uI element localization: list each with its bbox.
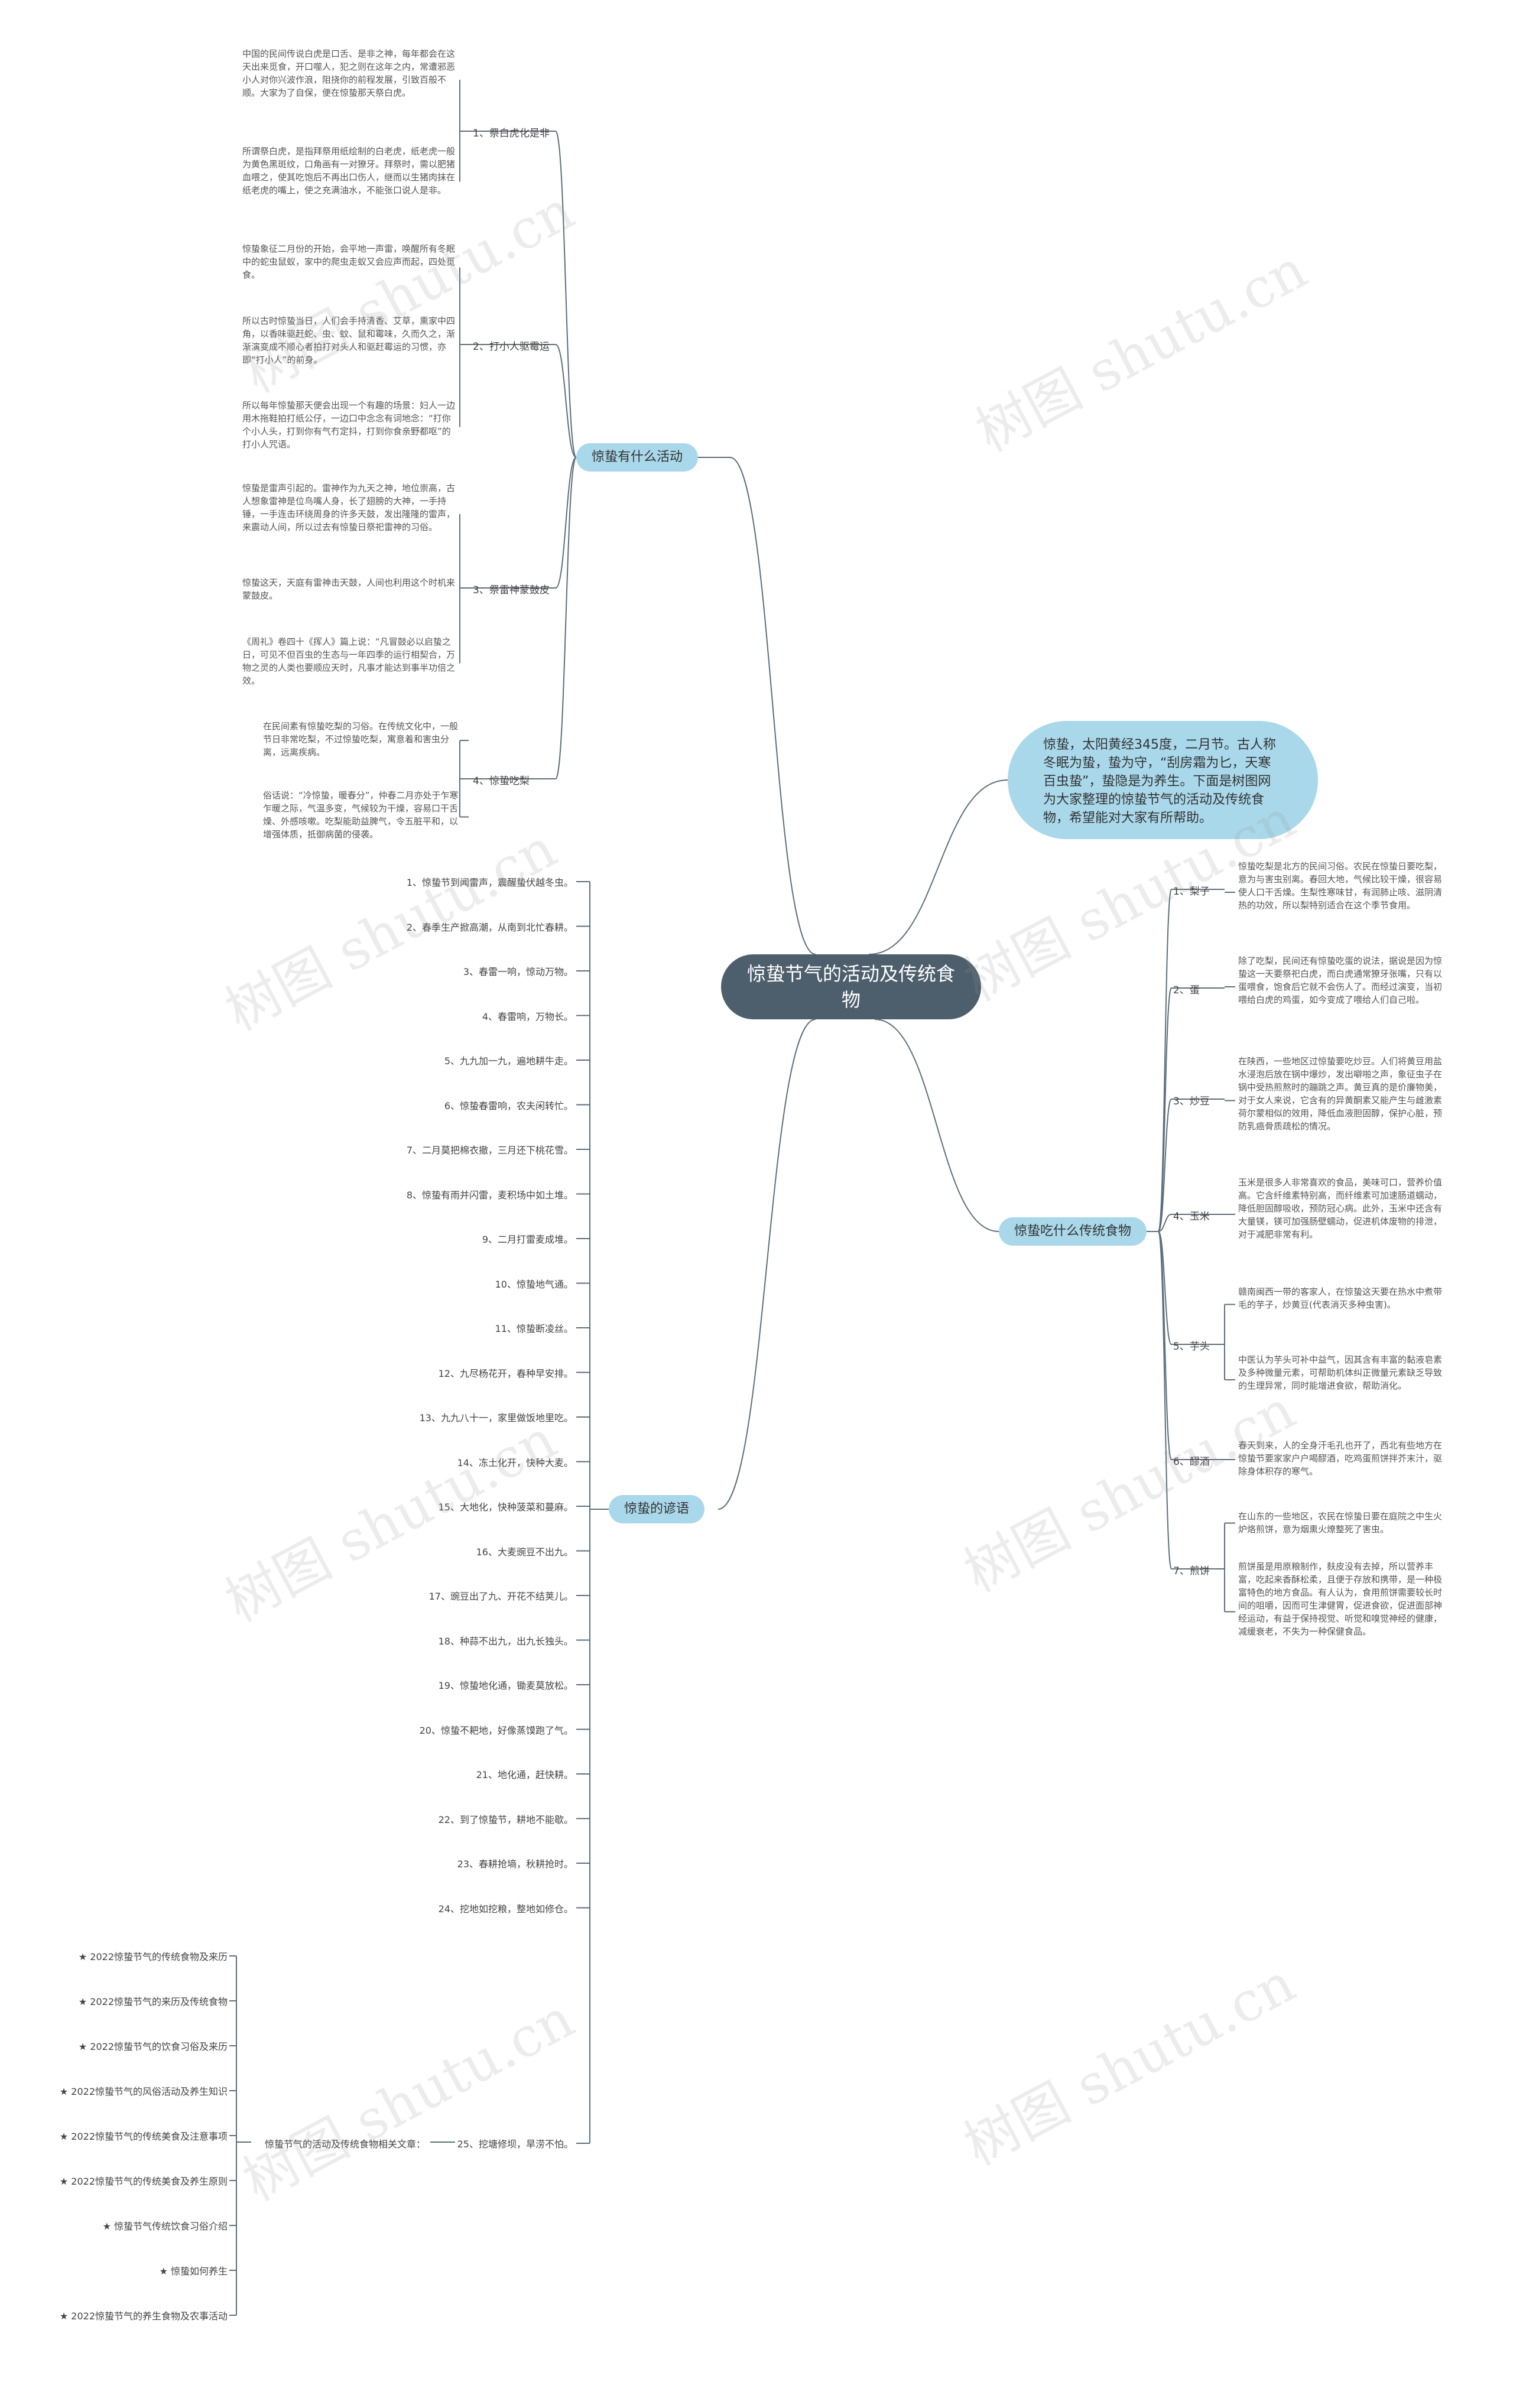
related-article-3[interactable]: ★ 2022惊蛰节气的饮食习俗及来历 bbox=[78, 2041, 228, 2052]
food-label-2[interactable]: 2、蛋 bbox=[1173, 984, 1200, 996]
edge-center-intro bbox=[868, 779, 1008, 955]
edge-center-proverbs bbox=[717, 1019, 816, 1510]
intro-text: 惊蛰，太阳黄经345度，二月节。古人称冬眠为蛰，蛰为守，“刮房霜为匕，天寒百虫蛰… bbox=[1043, 737, 1276, 826]
proverb-item-2: 2、春季生产掀高潮，从南到北忙春耕。 bbox=[406, 921, 573, 933]
activity-label-1[interactable]: 1、祭白虎化是非 bbox=[473, 128, 550, 139]
proverb-item-17: 17、豌豆出了九、开花不结荚儿。 bbox=[428, 1591, 573, 1602]
activity-2-para-2: 所以古时惊蛰当日，人们会手持清香、艾草，熏家中四角，以香味驱赶蛇、虫、蚊、鼠和霉… bbox=[242, 316, 456, 365]
edge-center-foods bbox=[874, 1019, 999, 1232]
intro-summary-node[interactable]: 惊蛰，太阳黄经345度，二月节。古人称冬眠为蛰，蛰为守，“刮房霜为匕，天寒百虫蛰… bbox=[1008, 721, 1318, 839]
proverb-item-25: 25、挖塘修坝，旱涝不怕。 bbox=[457, 2139, 573, 2150]
related-article-9[interactable]: ★ 2022惊蛰节气的养生食物及农事活动 bbox=[59, 2310, 228, 2322]
food-label-1[interactable]: 1、梨子 bbox=[1173, 886, 1210, 898]
food-3-para-1: 在陕西，一些地区过惊蛰要吃炒豆。人们将黄豆用盐水浸泡后放在锅中爆炒，发出噼啪之声… bbox=[1238, 1056, 1443, 1132]
proverb-item-22: 22、到了惊蛰节，耕地不能歇。 bbox=[438, 1814, 573, 1825]
edge-center-activities bbox=[729, 457, 816, 955]
activity-3-para-1: 惊蛰是雷声引起的。雷神作为九天之神，地位崇高，古人想象雷神是位鸟嘴人身，长了翅膀… bbox=[242, 483, 456, 532]
food-5-para-2: 中医认为芋头可补中益气，因其含有丰富的黏液皂素及多种微量元素，可帮助机体纠正微量… bbox=[1238, 1354, 1443, 1391]
food-label-4[interactable]: 4、玉米 bbox=[1173, 1211, 1210, 1223]
related-articles-title[interactable]: 惊蛰节气的活动及传统食物相关文章： bbox=[264, 2139, 426, 2150]
center-topic-label: 惊蛰节气的活动及传统食物 bbox=[746, 963, 955, 1011]
edge-food-3 bbox=[1158, 1099, 1172, 1232]
food-4-para-1: 玉米是很多人非常喜欢的食品，美味可口，营养价值高。它含纤维素特别高，而纤维素可加… bbox=[1238, 1177, 1443, 1240]
activity-label-3[interactable]: 3、祭雷神蒙鼓皮 bbox=[473, 584, 550, 596]
related-article-1[interactable]: ★ 2022惊蛰节气的传统食物及来历 bbox=[78, 1951, 228, 1962]
activity-1-para-1: 中国的民间传说白虎是口舌、是非之神，每年都会在这天出来觅食，开口噬人，犯之则在这… bbox=[242, 48, 456, 98]
activity-1-para-2: 所谓祭白虎，是指拜祭用纸绘制的白老虎，纸老虎一般为黄色黑斑纹，口角画有一对獠牙。… bbox=[242, 146, 456, 196]
related-article-8[interactable]: ★ 惊蛰如何养生 bbox=[159, 2266, 228, 2277]
food-7-para-2: 煎饼虽是用原粮制作，麸皮没有去掉，所以营养丰富，吃起来香酥松柔，且便于存放和携带… bbox=[1238, 1561, 1443, 1637]
proverb-item-12: 12、九尽杨花开，春种早安排。 bbox=[438, 1367, 573, 1379]
edge-food-7 bbox=[1158, 1231, 1172, 1569]
food-6-para-1: 春天到来，人的全身汗毛孔也开了，西北有些地方在惊蛰节要家家户户喝醪酒，吃鸡蛋煎饼… bbox=[1238, 1440, 1443, 1477]
proverb-item-24: 24、挖地如挖粮，整地如修仓。 bbox=[438, 1903, 573, 1915]
related-article-2[interactable]: ★ 2022惊蛰节气的来历及传统食物 bbox=[78, 1996, 228, 2007]
food-label-7[interactable]: 7、煎饼 bbox=[1173, 1565, 1210, 1577]
edge-activity-2 bbox=[555, 344, 577, 458]
edge-activity-3 bbox=[555, 457, 577, 589]
food-2-para-1: 除了吃梨，民间还有惊蛰吃蛋的说法，据说是因为惊蛰这一天要祭祀白虎，而白虎通常獠牙… bbox=[1238, 956, 1443, 1005]
activity-2-para-1: 惊蛰象征二月份的开始，会平地一声雷，唤醒所有冬眠中的蛇虫鼠蚁，家中的爬虫走蚁又会… bbox=[242, 243, 456, 280]
food-7-para-1: 在山东的一些地区，农民在惊蛰日要在庭院之中生火炉烙煎饼，意为烟熏火燎整死了害虫。 bbox=[1238, 1511, 1443, 1535]
edge-food-1 bbox=[1158, 889, 1172, 1232]
proverb-item-3: 3、春雷一响，惊动万物。 bbox=[463, 966, 573, 977]
proverb-item-20: 20、惊蛰不耙地，好像蒸馍跑了气。 bbox=[419, 1724, 573, 1736]
food-label-3[interactable]: 3、炒豆 bbox=[1173, 1096, 1210, 1107]
activity-3-para-2: 惊蛰这天，天庭有雷神击天鼓，人间也利用这个时机来蒙鼓皮。 bbox=[242, 577, 456, 601]
proverb-item-16: 16、大麦豌豆不出九。 bbox=[476, 1546, 573, 1558]
branch-activities[interactable]: 惊蛰有什么活动 bbox=[576, 443, 699, 472]
food-1-para-1: 惊蛰吃梨是北方的民间习俗。农民在惊蛰日要吃梨，意为与害虫别离。春回大地，气候比较… bbox=[1238, 861, 1443, 911]
center-topic[interactable]: 惊蛰节气的活动及传统食物 bbox=[721, 954, 981, 1019]
related-article-5[interactable]: ★ 2022惊蛰节气的传统美食及注意事项 bbox=[59, 2131, 228, 2142]
food-label-5[interactable]: 5、芋头 bbox=[1173, 1341, 1210, 1353]
proverb-item-18: 18、种蒜不出九，出九长独头。 bbox=[438, 1635, 573, 1647]
edge-food-2 bbox=[1158, 987, 1172, 1232]
activity-label-4[interactable]: 4、惊蛰吃梨 bbox=[473, 775, 530, 787]
proverb-item-7: 7、二月莫把棉衣撤，三月还下桃花雪。 bbox=[406, 1145, 573, 1156]
edge-food-4 bbox=[1158, 1214, 1172, 1232]
activity-4-para-1: 在民间素有惊蛰吃梨的习俗。在传统文化中，一般节日非常吃梨，不过惊蛰吃梨，寓意着和… bbox=[263, 721, 459, 758]
activity-3-para-3: 《周礼》卷四十《挥人》篇上说：“凡冒鼓必以启蛰之日，可见不但百虫的生态与一年四季… bbox=[242, 636, 456, 686]
proverb-item-15: 15、大地化，快种菠菜和蔓麻。 bbox=[438, 1502, 573, 1513]
proverb-item-23: 23、春耕抢墒，秋耕抢时。 bbox=[457, 1858, 573, 1870]
branch-proverbs[interactable]: 惊蛰的谚语 bbox=[609, 1495, 705, 1523]
edge-food-5 bbox=[1158, 1231, 1172, 1345]
proverb-item-4: 4、春雷响，万物长。 bbox=[482, 1010, 573, 1022]
related-article-4[interactable]: ★ 2022惊蛰节气的风俗活动及养生知识 bbox=[59, 2086, 228, 2097]
proverb-item-19: 19、惊蛰地化通，锄麦莫放松。 bbox=[438, 1680, 573, 1691]
proverb-item-14: 14、冻土化开，快种大麦。 bbox=[457, 1457, 573, 1468]
proverb-item-6: 6、惊蛰春雷响，农夫闲转忙。 bbox=[444, 1100, 573, 1112]
activity-4-para-2: 俗话说：“冷惊蛰，暖春分”，仲春二月亦处于乍寒乍暖之际，气温多变，气候较为干燥，… bbox=[263, 790, 459, 840]
food-label-6[interactable]: 6、醪酒 bbox=[1173, 1456, 1210, 1468]
proverb-item-21: 21、地化通，赶快耕。 bbox=[476, 1769, 573, 1780]
proverb-item-8: 8、惊蛰有雨并闪雷，麦积场中如土堆。 bbox=[406, 1189, 573, 1201]
activity-label-2[interactable]: 2、打小人驱霉运 bbox=[473, 341, 550, 353]
activity-2-para-3: 所以每年惊蛰那天便会出现一个有趣的场景：妇人一边用木拖鞋拍打纸公仔，一边口中念念… bbox=[242, 400, 456, 450]
proverb-item-9: 9、二月打雷麦成堆。 bbox=[482, 1234, 573, 1245]
edge-activity-4 bbox=[555, 457, 577, 779]
proverb-item-13: 13、九九八十一，家里做饭地里吃。 bbox=[419, 1412, 573, 1424]
related-article-7[interactable]: ★ 惊蛰节气传统饮食习俗介绍 bbox=[102, 2221, 228, 2232]
edge-activity-1 bbox=[555, 131, 577, 458]
proverb-item-11: 11、惊蛰断凌丝。 bbox=[495, 1323, 573, 1334]
proverb-item-1: 1、惊蛰节到闻雷声，震醒蛰伏越冬虫。 bbox=[406, 877, 573, 888]
proverb-item-5: 5、九九加一九，遍地耕牛走。 bbox=[444, 1055, 573, 1067]
proverb-item-10: 10、惊蛰地气通。 bbox=[495, 1278, 573, 1290]
related-article-6[interactable]: ★ 2022惊蛰节气的传统美食及养生原则 bbox=[59, 2176, 228, 2187]
branch-foods[interactable]: 惊蛰吃什么传统食物 bbox=[999, 1217, 1147, 1246]
food-5-para-1: 赣南闽西一带的客家人，在惊蛰这天要在热水中煮带毛的芋子，炒黄豆(代表消灭多种虫害… bbox=[1238, 1286, 1443, 1310]
